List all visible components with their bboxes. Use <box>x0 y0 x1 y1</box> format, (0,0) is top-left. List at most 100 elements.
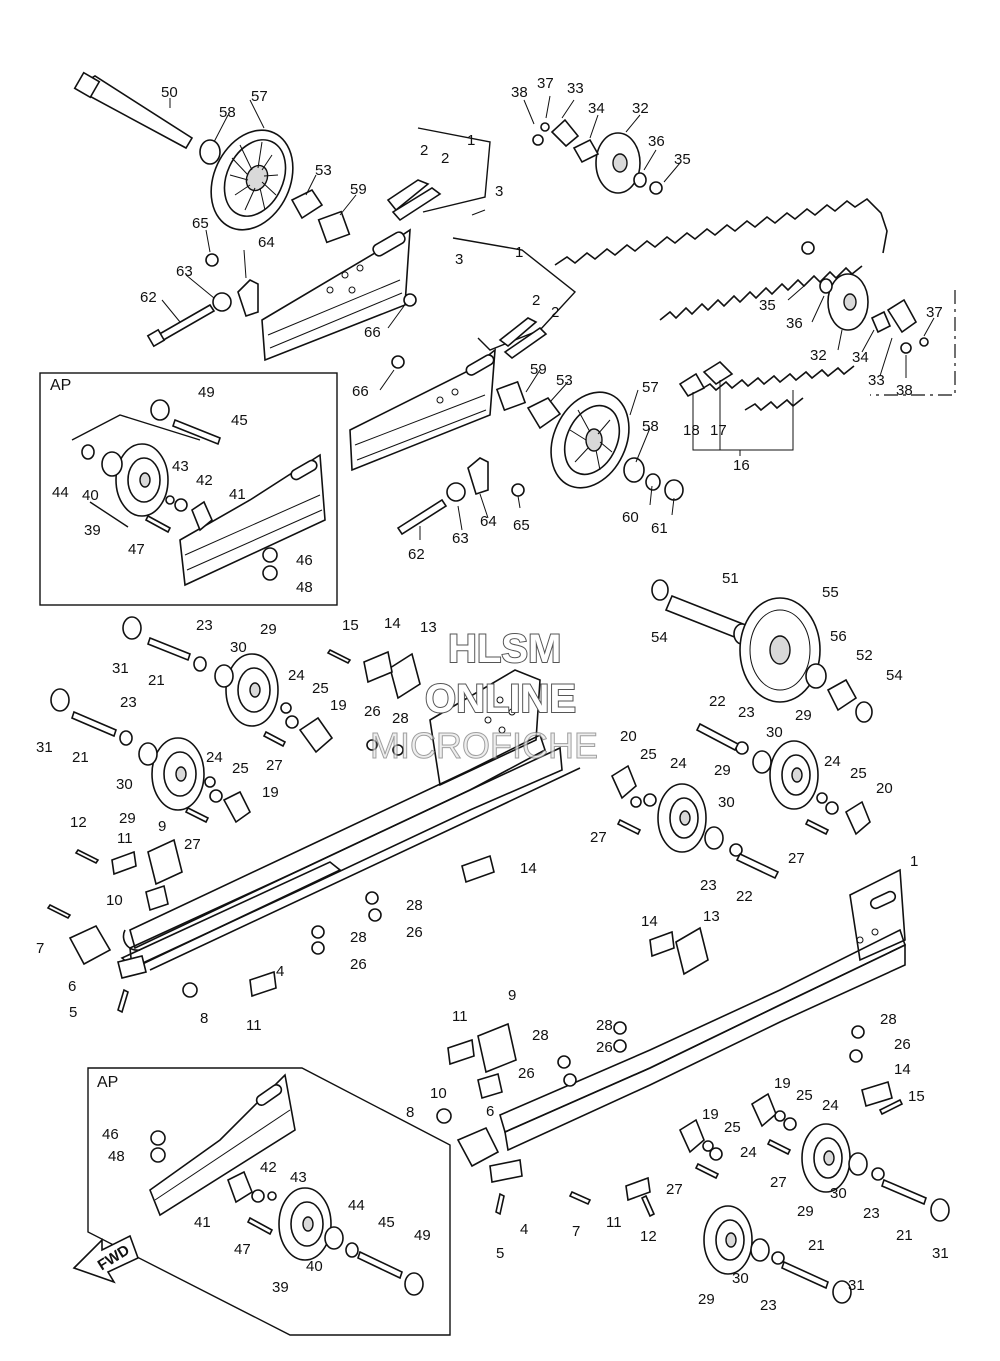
callout-38: 38 <box>511 84 528 101</box>
washer-36 <box>633 172 647 188</box>
callout-46b: 46 <box>102 1126 119 1143</box>
clip-11d <box>625 1176 651 1202</box>
callout-22b: 22 <box>736 888 753 905</box>
callout-60: 60 <box>622 509 639 526</box>
callout-20b: 20 <box>876 780 893 797</box>
callout-19d: 19 <box>702 1106 719 1123</box>
bearing-30a <box>214 664 234 688</box>
callout-2c: 2 <box>532 292 540 309</box>
callout-25f: 25 <box>724 1119 741 1136</box>
callout-20a: 20 <box>620 728 637 745</box>
callout-24b: 24 <box>206 749 223 766</box>
clip-14a <box>363 650 393 684</box>
callout-26f: 26 <box>894 1036 911 1053</box>
callout-29a: 29 <box>260 621 277 638</box>
callout-46: 46 <box>296 552 313 569</box>
callout-64b: 64 <box>480 513 497 530</box>
callout-24f: 24 <box>740 1144 757 1161</box>
callout-51: 51 <box>722 570 739 587</box>
spacer-collar <box>290 188 324 220</box>
callout-42b: 42 <box>260 1159 277 1176</box>
wheel-29-f <box>703 1205 753 1275</box>
callout-15b: 15 <box>908 1088 925 1105</box>
inset-label-lower: AP <box>97 1074 118 1091</box>
callout-58b: 58 <box>642 418 659 435</box>
callout-6a: 6 <box>68 978 76 995</box>
bearing-icon <box>199 139 221 165</box>
callout-numbers: 50 57 58 53 59 65 64 63 62 66 1 2 2 3 38… <box>36 75 949 1314</box>
clip-11b <box>249 970 277 998</box>
callout-14d: 14 <box>894 1061 911 1078</box>
callout-15a: 15 <box>342 617 359 634</box>
callout-29e: 29 <box>797 1203 814 1220</box>
bearing-30d <box>704 826 724 850</box>
callout-19c: 19 <box>774 1075 791 1092</box>
block-19b <box>222 790 252 824</box>
callout-41: 41 <box>229 486 246 503</box>
callout-37: 37 <box>537 75 554 92</box>
clip-11c <box>447 1038 475 1066</box>
block-13a <box>389 652 421 700</box>
callout-35b: 35 <box>759 297 776 314</box>
wheel-29-d <box>657 783 707 853</box>
callout-4b: 4 <box>520 1221 528 1238</box>
callout-41b: 41 <box>194 1214 211 1231</box>
roller-6a <box>68 924 112 966</box>
callout-21d: 21 <box>808 1237 825 1254</box>
callout-48: 48 <box>296 579 313 596</box>
callout-45b: 45 <box>378 1214 395 1231</box>
callout-12b: 12 <box>640 1228 657 1245</box>
callout-1: 1 <box>467 132 475 149</box>
callout-50: 50 <box>161 84 178 101</box>
callout-6b: 6 <box>486 1103 494 1120</box>
callout-13a: 13 <box>420 619 437 636</box>
callout-21a: 21 <box>148 672 165 689</box>
clip-17 <box>702 360 734 386</box>
plate-2a <box>386 179 430 212</box>
callout-34: 34 <box>588 100 605 117</box>
upper-right-frame <box>349 348 496 472</box>
callout-28f: 28 <box>880 1011 897 1028</box>
callout-26d: 26 <box>596 1039 613 1056</box>
cap-31b <box>50 688 70 712</box>
callout-19a: 19 <box>330 697 347 714</box>
washer-54b <box>855 701 873 723</box>
callout-11c: 11 <box>452 1008 468 1025</box>
idler-wheel-large <box>210 129 294 231</box>
callout-21b: 21 <box>72 749 89 766</box>
callout-25e: 25 <box>796 1087 813 1104</box>
callout-24d: 24 <box>824 753 841 770</box>
idler-wheel-57b <box>550 391 630 489</box>
cap-33b <box>886 298 918 334</box>
block-19a <box>298 716 334 754</box>
callout-14b: 14 <box>520 860 537 877</box>
cap-31a <box>122 616 142 640</box>
callout-36: 36 <box>648 133 665 150</box>
collar-53b <box>526 396 562 430</box>
screw-5b <box>495 1192 505 1216</box>
bolt-21a <box>147 636 191 662</box>
callout-64: 64 <box>258 234 275 251</box>
callout-42: 42 <box>196 472 213 489</box>
inset-ap-lower <box>87 1067 451 1336</box>
callout-34b: 34 <box>852 349 869 366</box>
callout-55: 55 <box>822 584 839 601</box>
nut-66 <box>403 293 417 307</box>
callout-66b: 66 <box>352 383 369 400</box>
callout-43: 43 <box>172 458 189 475</box>
callout-26e: 26 <box>518 1065 535 1082</box>
callout-23e: 23 <box>863 1205 880 1222</box>
callout-31b: 31 <box>36 739 53 756</box>
screw-5a <box>117 988 129 1014</box>
callout-23f: 23 <box>760 1297 777 1314</box>
wheel-29-b <box>151 737 205 811</box>
callout-63: 63 <box>176 263 193 280</box>
callout-2: 2 <box>420 142 428 159</box>
fwd-arrow-icon: FWD <box>72 1234 140 1284</box>
callout-57: 57 <box>251 88 268 105</box>
callout-23b: 23 <box>120 694 137 711</box>
callout-26b: 26 <box>406 924 423 941</box>
axle-shaft <box>73 71 194 150</box>
inset-upper-parts <box>71 399 326 587</box>
